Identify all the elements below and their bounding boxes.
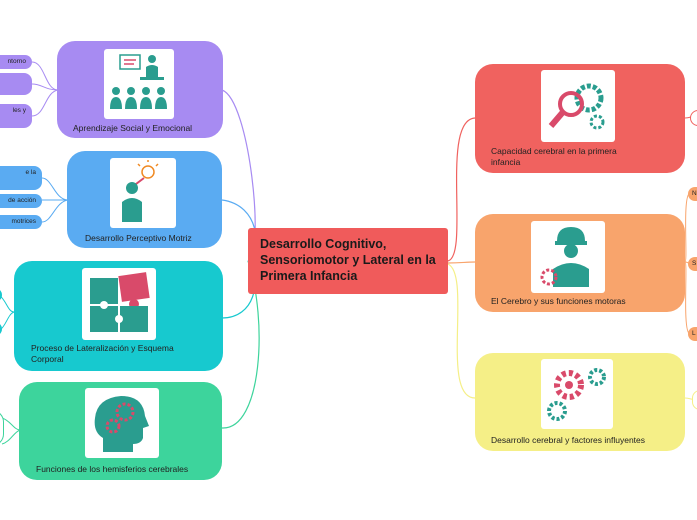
node-hemisferios[interactable]: Funciones de los hemisferios cerebrales xyxy=(19,382,222,480)
leaf-cerebro-3[interactable]: L xyxy=(688,327,697,341)
node-perceptivo-motriz[interactable]: Desarrollo Perceptivo Motriz xyxy=(67,151,222,248)
node-capacidad-cerebral-label: Capacidad cerebral en la primera infanci… xyxy=(491,146,617,167)
central-topic-title: Desarrollo Cognitivo, Sensoriomotor y La… xyxy=(260,237,436,283)
puzzle-icon xyxy=(82,268,156,340)
node-hemisferios-label: Funciones de los hemisferios cerebrales xyxy=(36,464,189,474)
node-factores-influyentes-label: Desarrollo cerebral y factores influyent… xyxy=(491,435,646,445)
magnifier-gear-icon xyxy=(541,70,615,142)
node-factores-influyentes[interactable]: Desarrollo cerebral y factores influyent… xyxy=(475,353,685,451)
leaf-perceptivo-1[interactable]: e la xyxy=(0,166,42,190)
node-aprendizaje-social-label: Aprendizaje Social y Emocional xyxy=(73,123,193,133)
head-gears-icon xyxy=(85,388,159,458)
node-lateralizacion-label: Proceso de Lateralización y Esquema Corp… xyxy=(31,343,174,364)
leaf-perceptivo-2[interactable]: de acción xyxy=(0,194,42,208)
leaf-lateral-1[interactable] xyxy=(0,288,2,302)
leaf-cerebro-1[interactable]: N xyxy=(688,187,697,201)
node-aprendizaje-social[interactable]: Aprendizaje Social y Emocional xyxy=(57,41,223,138)
leaf-cerebro-2[interactable]: S xyxy=(688,257,697,271)
person-idea-icon xyxy=(110,158,176,228)
node-capacidad-cerebral[interactable]: Capacidad cerebral en la primera infanci… xyxy=(475,64,685,173)
leaf-social-3[interactable]: les y xyxy=(0,104,32,128)
node-funciones-motoras-label: El Cerebro y sus funciones motoras xyxy=(491,296,626,306)
gears-icon xyxy=(541,359,613,429)
leaf-lateral-2[interactable] xyxy=(0,322,2,336)
node-perceptivo-motriz-label: Desarrollo Perceptivo Motriz xyxy=(85,233,192,243)
central-topic[interactable]: Desarrollo Cognitivo, Sensoriomotor y La… xyxy=(248,228,448,294)
presentation-audience-icon xyxy=(104,49,174,119)
node-funciones-motoras[interactable]: El Cerebro y sus funciones motoras xyxy=(475,214,685,312)
leaf-perceptivo-3[interactable]: motrices xyxy=(0,215,42,229)
worker-gear-icon xyxy=(531,221,605,293)
leaf-social-2[interactable] xyxy=(0,73,32,95)
leaf-social-1[interactable]: ntorno xyxy=(0,55,32,69)
node-lateralizacion[interactable]: Proceso de Lateralización y Esquema Corp… xyxy=(14,261,223,371)
